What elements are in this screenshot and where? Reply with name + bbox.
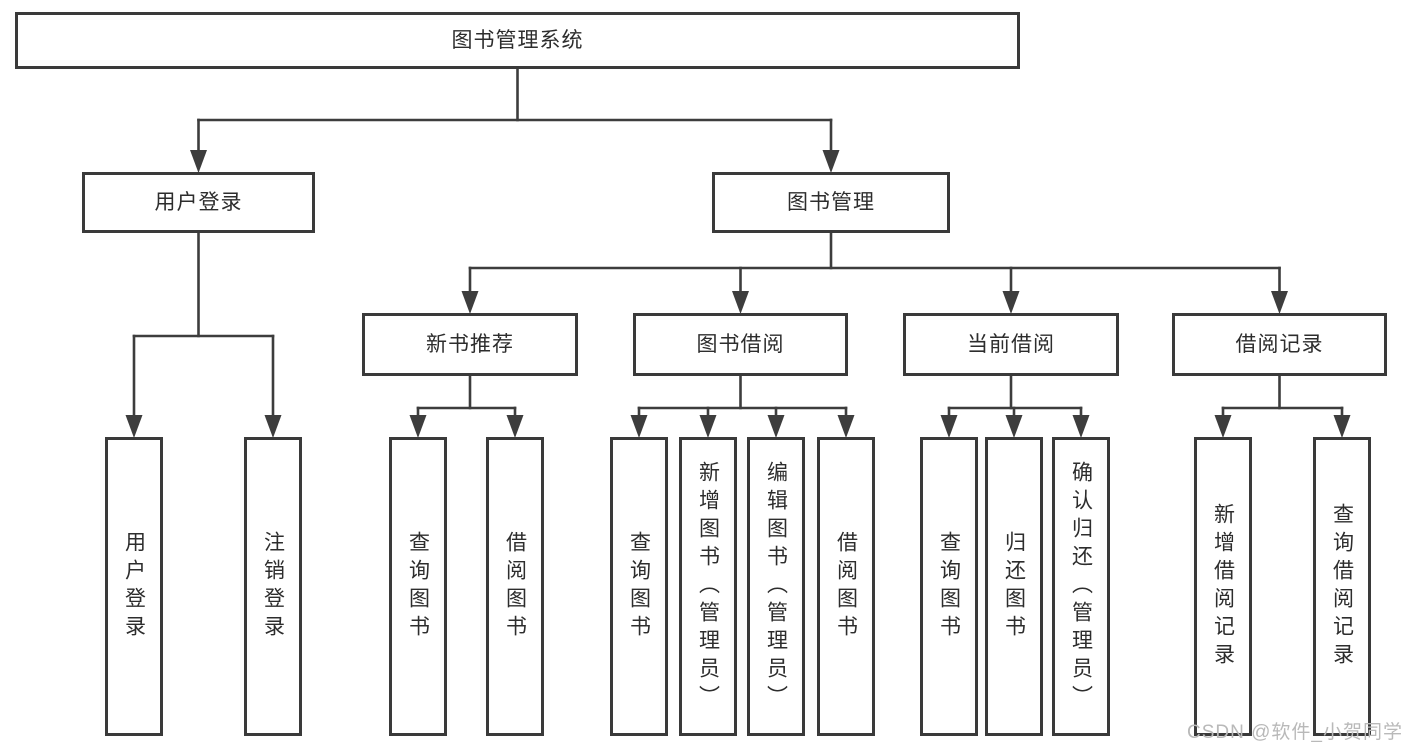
- arrowhead: [1002, 291, 1020, 314]
- node-confirm-return-admin: 确认归还（管理员）: [1052, 437, 1110, 736]
- node-book-mgmt: 图书管理: [712, 172, 950, 233]
- arrowhead: [767, 415, 785, 438]
- node-add-borrow-record: 新增借阅记录: [1194, 437, 1252, 736]
- node-label: 编辑图书（管理员）: [764, 460, 788, 713]
- node-label: 查询借阅记录: [1330, 502, 1354, 671]
- node-user-login-group: 用户登录: [82, 172, 315, 233]
- arrowhead: [837, 415, 855, 438]
- node-label: 用户登录: [122, 530, 146, 643]
- node-label: 查询图书: [627, 530, 651, 643]
- node-user-login: 用户登录: [105, 437, 163, 736]
- node-label: 借阅图书: [503, 530, 527, 643]
- watermark-text: CSDN @软件_小贺同学: [1187, 722, 1403, 743]
- node-borrow-records: 借阅记录: [1172, 313, 1387, 376]
- arrowhead: [822, 150, 840, 173]
- node-label: 归还图书: [1002, 530, 1026, 643]
- node-edit-book-admin: 编辑图书（管理员）: [747, 437, 805, 736]
- arrowhead: [630, 415, 648, 438]
- node-label: 确认归还（管理员）: [1069, 460, 1093, 713]
- node-root: 图书管理系统: [15, 12, 1020, 69]
- node-query-borrow-record: 查询借阅记录: [1313, 437, 1371, 736]
- node-new-book-rec: 新书推荐: [362, 313, 578, 376]
- arrowhead: [1005, 415, 1023, 438]
- node-label: 图书管理: [787, 191, 875, 214]
- node-label: 当前借阅: [967, 333, 1055, 356]
- arrowhead: [940, 415, 958, 438]
- node-logout-login: 注销登录: [244, 437, 302, 736]
- node-book-borrow: 图书借阅: [633, 313, 848, 376]
- node-current-borrow: 当前借阅: [903, 313, 1119, 376]
- node-label: 图书管理系统: [451, 29, 584, 52]
- node-borrow-book-2: 借阅图书: [817, 437, 875, 736]
- node-label: 注销登录: [261, 530, 285, 643]
- arrowhead: [409, 415, 427, 438]
- node-label: 新增借阅记录: [1211, 502, 1235, 671]
- node-label: 新书推荐: [426, 333, 514, 356]
- node-query-book-1: 查询图书: [389, 437, 447, 736]
- arrowhead: [1271, 291, 1288, 314]
- arrowhead: [1333, 415, 1351, 438]
- arrowhead: [190, 150, 207, 173]
- node-label: 借阅图书: [834, 530, 858, 643]
- arrowhead: [1072, 415, 1090, 438]
- arrowhead: [699, 415, 717, 438]
- node-add-book-admin: 新增图书（管理员）: [679, 437, 737, 736]
- arrowhead: [506, 415, 524, 438]
- node-label: 查询图书: [406, 530, 430, 643]
- node-borrow-book-1: 借阅图书: [486, 437, 544, 736]
- node-query-book-3: 查询图书: [920, 437, 978, 736]
- node-label: 图书借阅: [696, 333, 785, 356]
- node-return-book: 归还图书: [985, 437, 1043, 736]
- arrowhead: [732, 291, 749, 314]
- arrowhead: [125, 415, 143, 438]
- node-label: 新增图书（管理员）: [696, 460, 720, 713]
- node-label: 查询图书: [937, 530, 961, 643]
- node-label: 借阅记录: [1235, 333, 1324, 356]
- node-label: 用户登录: [154, 191, 243, 214]
- node-query-book-2: 查询图书: [610, 437, 668, 736]
- arrowhead: [461, 291, 479, 314]
- arrowhead: [264, 415, 282, 438]
- arrowhead: [1214, 415, 1232, 438]
